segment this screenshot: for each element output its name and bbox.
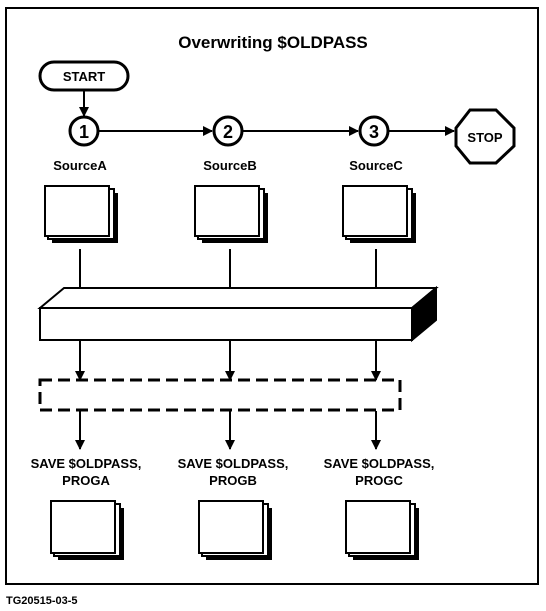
source-a-label: SourceA (53, 158, 107, 173)
save-c-line-1: SAVE $OLDPASS, (324, 456, 435, 471)
diagram-title: Overwriting $OLDPASS (178, 33, 368, 52)
source-c-document-icon (342, 185, 416, 243)
source-c-label: SourceC (349, 158, 403, 173)
step-2-circle: 2 (212, 115, 244, 147)
save-b-line-1: SAVE $OLDPASS, (178, 456, 289, 471)
progA-document-icon (50, 500, 124, 560)
stop-octagon: STOP (454, 108, 516, 165)
step-2-number: 2 (223, 122, 233, 142)
start-label: START (63, 69, 105, 84)
source-b-document-icon (194, 185, 268, 243)
stop-label: STOP (467, 130, 502, 145)
step-3-number: 3 (369, 122, 379, 142)
step-1-circle: 1 (68, 115, 100, 147)
save-a-line-2: PROGA (62, 473, 110, 488)
workspace-bar (37, 285, 439, 343)
figure-frame (5, 7, 539, 585)
progB-document-icon (198, 500, 272, 560)
step-1-number: 1 (79, 122, 89, 142)
figure-id: TG20515-03-5 (6, 595, 78, 607)
save-c-line-2: PROGC (355, 473, 403, 488)
source-a-document-icon (44, 185, 118, 243)
save-a-line-1: SAVE $OLDPASS, (31, 456, 142, 471)
dashed-workspace-box (38, 378, 402, 412)
source-b-label: SourceB (203, 158, 256, 173)
progC-document-icon (345, 500, 419, 560)
step-3-circle: 3 (358, 115, 390, 147)
start-terminal: START (38, 60, 130, 92)
save-b-line-2: PROGB (209, 473, 257, 488)
